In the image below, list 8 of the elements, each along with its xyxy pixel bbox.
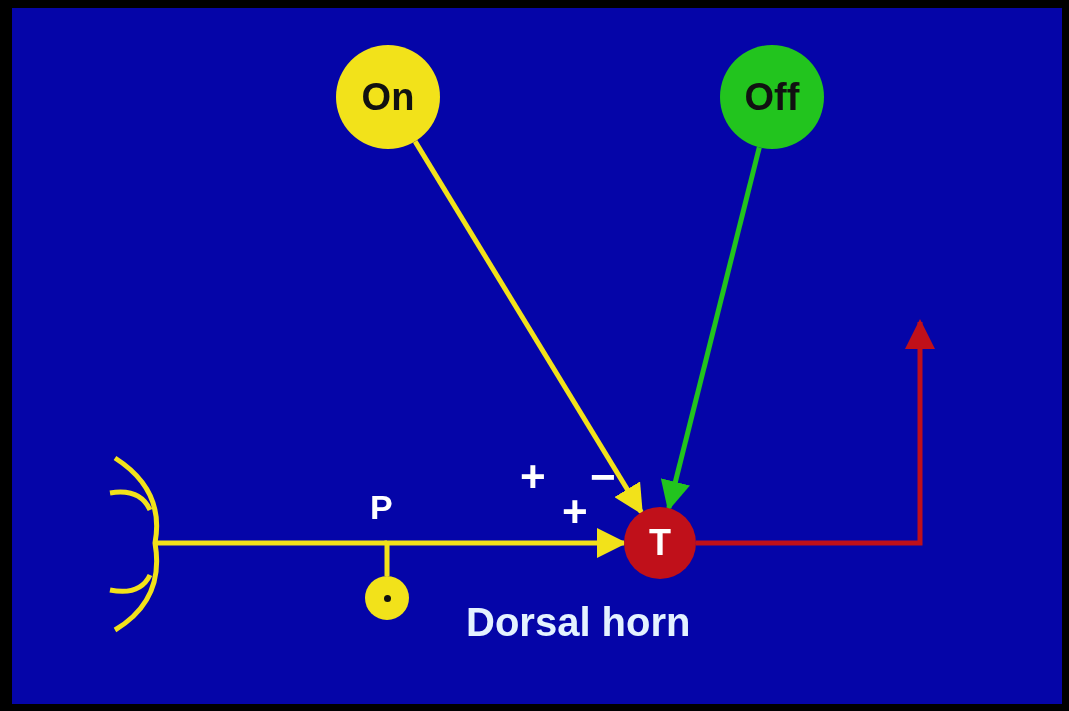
synapse-sign: + [562, 490, 588, 534]
output-arrow [696, 319, 935, 546]
synapse-connector [660, 146, 762, 511]
synapse-sign: − [590, 455, 616, 499]
neuron-label: P [370, 488, 393, 527]
synapse-sign: + [520, 455, 546, 499]
synapse-connector [412, 140, 644, 515]
region-label: Dorsal horn [466, 600, 691, 645]
